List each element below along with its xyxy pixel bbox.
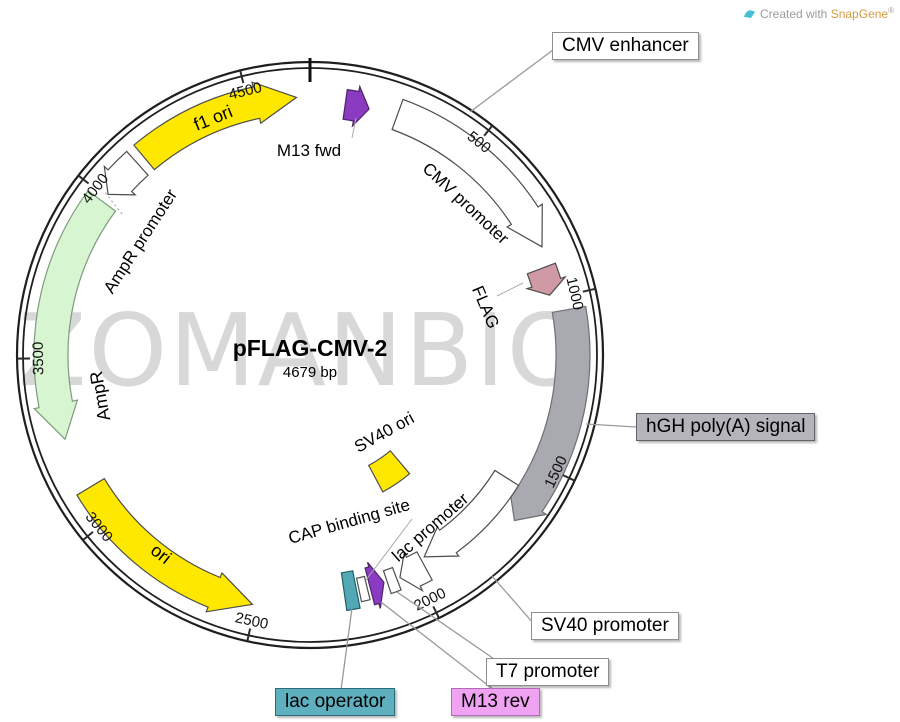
tick-mark-2000 [432, 605, 440, 619]
feature-ampr [32, 189, 117, 441]
plasmid-size: 4679 bp [283, 364, 337, 381]
leader-cmv-enhancer [469, 49, 554, 113]
features-layer [32, 81, 591, 613]
watermark: ZOMANBIO [18, 292, 588, 409]
cap-binding-site-pointer-line [365, 518, 413, 581]
feature-hgh-polya-signal [509, 305, 591, 522]
callout-hgh-polya-signal: hGH poly(A) signal [636, 413, 816, 441]
feature-m13-fwd [342, 84, 370, 128]
snapgene-icon [743, 10, 755, 18]
snapgene-credit: Created with SnapGene® [743, 6, 894, 21]
leader-hgh-polya [585, 423, 637, 428]
feature-label-m13-fwd: M13 fwd [277, 141, 341, 160]
callout-m13-rev: M13 rev [451, 688, 540, 716]
tick-mark-4000 [77, 174, 90, 185]
feature-sv40-ori [367, 449, 411, 493]
tick-label-1000: 1000 [562, 275, 586, 311]
leader-t7-promoter [396, 591, 498, 662]
leader-lac-operator [340, 607, 353, 691]
tick-mark-1500 [562, 474, 576, 482]
feature-cmv-promoter [391, 98, 543, 248]
m13-fwd-pointer-line [351, 117, 357, 139]
callout-cmv-enhancer: CMV enhancer [552, 32, 699, 60]
tick-label-2500: 2500 [234, 609, 270, 633]
plasmid-name: pFLAG-CMV-2 [233, 335, 388, 361]
leader-m13-rev [380, 601, 495, 691]
feature-label-sv40-ori: SV40 ori [351, 408, 417, 456]
feature-lac-promoter [399, 550, 434, 593]
leader-sv40-promoter [491, 575, 535, 625]
tick-mark-500 [483, 124, 494, 137]
feature-label-flag: FLAG [468, 283, 503, 331]
tick-mark-2500 [246, 628, 252, 642]
feature-m13-rev [364, 561, 385, 609]
feature-ori [76, 477, 254, 613]
feature-label-ampr: AmpR [86, 370, 114, 423]
feature-sv40-promoter [423, 469, 520, 558]
feature-lac-operator [340, 570, 361, 612]
callout-sv40-promoter: SV40 promoter [531, 612, 679, 640]
tick-mark-1000 [582, 287, 596, 293]
feature-label-ampr-promoter: AmpR promoter [100, 186, 181, 297]
feature-flag [524, 262, 568, 296]
feature-t7-promoter [382, 566, 402, 595]
tick-mark-4500 [239, 70, 245, 84]
feature-ampr-promoter [103, 150, 149, 196]
feature-cap-binding-site [355, 575, 371, 603]
feature-label-cap-binding-site: CAP binding site [286, 495, 412, 548]
flag-pointer-line [496, 282, 524, 297]
feature-f1-ori [133, 81, 298, 171]
callout-lac-operator: lac operator [275, 688, 396, 716]
tick-mark-3000 [82, 531, 94, 541]
tick-label-3500: 3500 [30, 342, 47, 376]
callout-t7-promoter: T7 promoter [486, 658, 610, 686]
credit-text: Created with SnapGene® [759, 6, 894, 21]
